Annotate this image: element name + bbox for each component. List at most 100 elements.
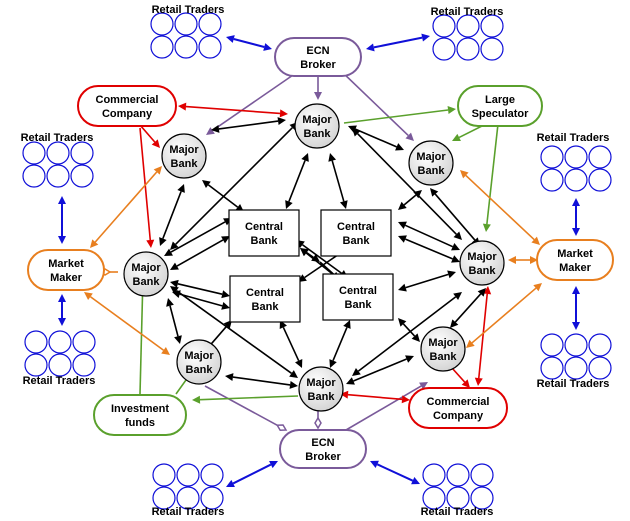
connection-line bbox=[332, 327, 348, 361]
arrowhead bbox=[151, 139, 160, 148]
market-maker-right-label: Market bbox=[557, 248, 593, 260]
major-bank-lower-left-label: Bank bbox=[186, 364, 214, 376]
connection-line bbox=[94, 171, 158, 243]
major-bank-upper-left bbox=[161, 133, 207, 179]
retail-trader-circle bbox=[588, 168, 612, 192]
retail-trader-circle bbox=[24, 330, 48, 354]
retail-trader-circle bbox=[48, 330, 72, 354]
connection-line bbox=[232, 463, 272, 485]
connection-line bbox=[175, 379, 187, 395]
arrowhead bbox=[482, 223, 491, 232]
arrowhead bbox=[211, 124, 220, 133]
major-bank-lower-right bbox=[420, 326, 466, 372]
retail-trader-circle bbox=[540, 145, 564, 169]
connection-line bbox=[304, 251, 342, 279]
arrowhead bbox=[483, 286, 492, 295]
arrowhead bbox=[530, 256, 538, 264]
retail-trader-circle bbox=[150, 35, 174, 59]
arrowhead bbox=[328, 153, 337, 162]
investment-funds-label: funds bbox=[125, 417, 155, 429]
central-bank-2 bbox=[320, 209, 392, 257]
connection-line bbox=[339, 69, 409, 137]
arrowhead bbox=[58, 318, 66, 326]
commercial-company-top-label: Company bbox=[102, 108, 153, 120]
large-speculator-label: Speculator bbox=[472, 108, 530, 120]
arrowhead bbox=[419, 382, 428, 390]
retail-trader-circle bbox=[198, 12, 222, 36]
connection-line bbox=[199, 395, 299, 401]
connection-line bbox=[353, 358, 407, 382]
connection-line bbox=[305, 252, 335, 276]
arrowhead bbox=[58, 294, 66, 302]
commercial-company-bottom bbox=[408, 387, 508, 429]
arrowhead bbox=[146, 239, 155, 248]
arrowhead bbox=[170, 262, 179, 270]
market-maker-right-label: Maker bbox=[559, 262, 592, 274]
arrowhead bbox=[174, 335, 182, 344]
retail-traders-label-bottom-right: Retail Traders bbox=[421, 506, 494, 518]
arrowhead bbox=[451, 243, 460, 251]
arrowhead bbox=[452, 133, 461, 141]
major-bank-left-label: Major bbox=[131, 262, 161, 274]
retail-trader-circle bbox=[456, 14, 480, 38]
retail-trader-circle bbox=[540, 333, 564, 357]
arrowhead bbox=[531, 236, 540, 245]
arrowhead bbox=[352, 128, 361, 137]
arrowhead bbox=[221, 236, 230, 244]
connection-line bbox=[204, 385, 280, 427]
arrowhead bbox=[329, 359, 337, 368]
connection-line bbox=[454, 293, 482, 323]
retail-trader-circle bbox=[70, 164, 94, 188]
retail-trader-circle bbox=[588, 145, 612, 169]
retail-trader-circle bbox=[432, 37, 456, 61]
retail-trader-circle bbox=[422, 463, 446, 487]
central-bank-4-label: Central bbox=[339, 285, 377, 297]
major-bank-top-label: Major bbox=[302, 114, 332, 126]
retail-trader-circle bbox=[470, 486, 494, 510]
retail-trader-circle bbox=[200, 486, 224, 510]
arrowhead bbox=[572, 286, 580, 294]
retail-trader-circle bbox=[72, 330, 96, 354]
arrowhead bbox=[192, 395, 201, 404]
arrowhead bbox=[295, 359, 303, 368]
retail-trader-circle bbox=[540, 168, 564, 192]
connection-line bbox=[282, 326, 300, 362]
arrowhead bbox=[450, 319, 459, 328]
major-bank-right bbox=[459, 240, 505, 286]
connection-line bbox=[486, 123, 499, 225]
retail-trader-circle bbox=[24, 353, 48, 377]
retail-traders-left-upper bbox=[22, 141, 94, 188]
arrowhead bbox=[398, 201, 407, 210]
major-bank-lower-left-label: Major bbox=[184, 350, 214, 362]
arrowhead bbox=[206, 127, 215, 135]
market-maker-right bbox=[536, 239, 614, 281]
arrowhead bbox=[314, 92, 322, 100]
connection-line bbox=[176, 239, 224, 267]
arrowhead bbox=[221, 302, 230, 310]
arrowhead bbox=[340, 390, 349, 399]
connection-line bbox=[212, 72, 297, 132]
arrowhead bbox=[58, 236, 66, 244]
connection-line bbox=[376, 463, 414, 482]
arrowhead bbox=[395, 143, 404, 151]
arrowhead bbox=[533, 283, 542, 292]
arrowhead bbox=[346, 377, 355, 385]
arrowhead bbox=[461, 379, 470, 388]
arrowhead bbox=[289, 380, 298, 389]
retail-traders-left-lower bbox=[24, 330, 96, 377]
connection-line bbox=[357, 133, 457, 235]
central-bank-3-label: Central bbox=[246, 287, 284, 299]
central-bank-1-label: Central bbox=[245, 221, 283, 233]
market-maker-left-label: Market bbox=[48, 258, 84, 270]
retail-trader-circle bbox=[564, 168, 588, 192]
retail-trader-circle bbox=[480, 14, 504, 38]
arrowhead bbox=[572, 198, 580, 206]
connection-line bbox=[175, 127, 293, 245]
arrowhead bbox=[466, 339, 475, 348]
arrowhead bbox=[202, 180, 211, 189]
connection-line bbox=[179, 293, 223, 307]
arrowhead bbox=[301, 153, 309, 162]
arrowhead bbox=[430, 188, 439, 197]
arrowhead bbox=[352, 367, 361, 376]
